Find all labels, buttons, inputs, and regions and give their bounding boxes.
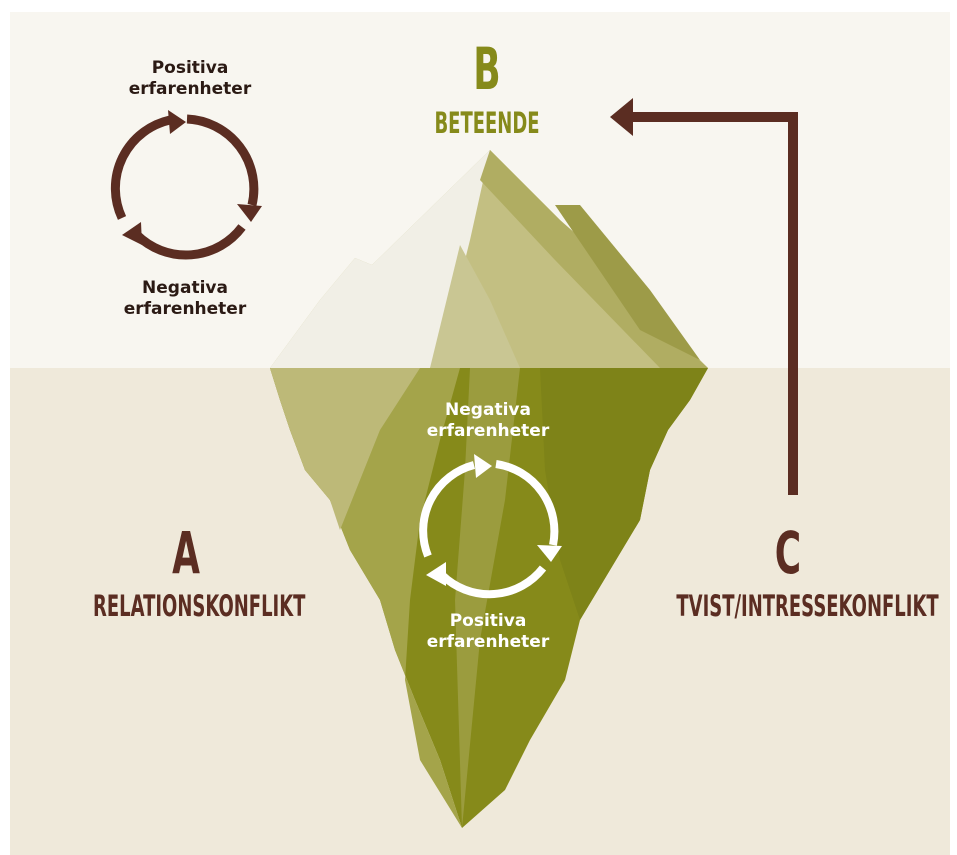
a-letter: A (172, 519, 200, 587)
cycle-arrowhead-bottom (426, 562, 446, 586)
cycle-arrowhead-bottom (122, 222, 142, 245)
cycle-arc-right (495, 460, 559, 546)
c-letter: C (774, 519, 802, 587)
bottom-cycle-top-label: Negativa erfarenheter (426, 400, 550, 442)
c-to-b-arrowhead (610, 98, 633, 136)
cycle-arc-bottom (133, 224, 246, 260)
top-cycle-top-label: Positiva erfarenheter (128, 58, 252, 100)
iceberg-tip (270, 150, 708, 368)
cycle-arrowhead-top (168, 110, 186, 134)
top-cycle (110, 110, 262, 260)
cycle-arc-right (186, 114, 259, 207)
c-label: TVIST/INTRESSEKONFLIKT (676, 589, 939, 623)
a-label: RELATIONSKONFLIKT (93, 589, 306, 623)
c-to-b-arrow (617, 112, 798, 495)
b-letter: B (473, 35, 501, 103)
top-cycle-bottom-label: Negativa erfarenheter (123, 278, 247, 320)
bottom-cycle (419, 454, 562, 599)
bottom-cycle-bottom-label: Positiva erfarenheter (426, 611, 550, 653)
cycle-arrowhead-top (474, 454, 492, 478)
cycle-arc-left (110, 115, 172, 220)
b-label: BETEENDE (434, 106, 540, 140)
cycle-arrowhead-right (537, 545, 562, 562)
cycle-arrowhead-right (237, 204, 262, 222)
cycle-arc-left (419, 461, 476, 558)
cycle-arc-bottom (439, 565, 547, 599)
